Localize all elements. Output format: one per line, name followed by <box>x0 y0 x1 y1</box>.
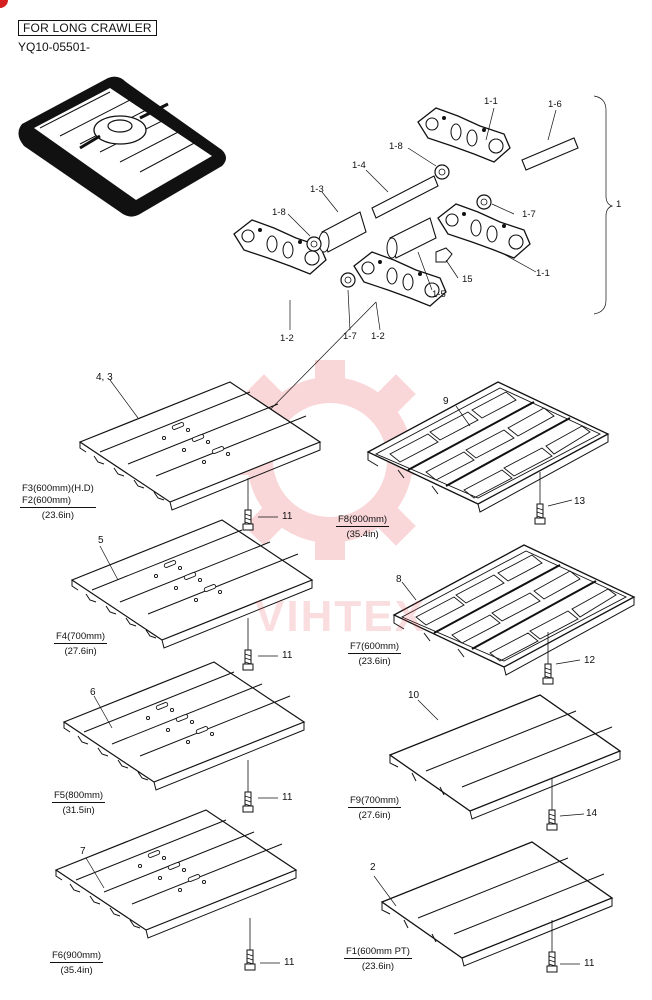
part-label-1-assembly: 1 <box>616 199 622 210</box>
caption-f1-name: F1(600mm PT) <box>344 946 412 959</box>
bolt-ref-f7: 12 <box>584 655 596 666</box>
caption-f4: F4(700mm) (27.6in) <box>54 631 108 658</box>
shoe-ref-f6: 7 <box>80 846 86 857</box>
crawler-overview-illustration <box>18 76 227 217</box>
part-label-1-8-upper: 1-8 <box>389 141 403 152</box>
caption-f6-name: F6(900mm) <box>50 950 104 963</box>
caption-f1: F1(600mm PT) (23.6in) <box>344 946 412 973</box>
shoe-ref-f3-f2: 4, 3 <box>96 372 113 383</box>
part-label-1-7-upper: 1-7 <box>522 209 536 220</box>
part-label-1-5: 1-5 <box>432 289 446 300</box>
caption-f6: F6(900mm) (35.4in) <box>50 950 104 977</box>
caption-f5-name: F5(800mm) <box>52 790 106 803</box>
bolt-ref-f6: 11 <box>284 957 295 968</box>
caption-f8: F8(900mm) (35.4in) <box>336 514 390 541</box>
caption-f6-size: (35.4in) <box>60 965 93 976</box>
caption-f3-f2-size: (23.6in) <box>41 510 74 521</box>
part-label-15: 15 <box>462 274 473 285</box>
corner-marker <box>0 0 8 8</box>
caption-f4-size: (27.6in) <box>64 646 97 657</box>
caption-f3-f2-name: F3(600mm)(H.D) F2(600mm) <box>20 483 96 508</box>
serial-number: YQ10-05501- <box>18 40 91 54</box>
caption-f5-size: (31.5in) <box>62 805 95 816</box>
bolt-ref-f8: 13 <box>574 496 586 507</box>
caption-f9-name: F9(700mm) <box>348 795 402 808</box>
shoe-ref-f8: 9 <box>443 396 449 407</box>
shoe-ref-f1: 2 <box>370 862 376 873</box>
caption-f4-name: F4(700mm) <box>54 631 108 644</box>
shoe-f9-illustration <box>389 694 621 820</box>
shoe-ref-f4: 5 <box>98 535 104 546</box>
shoe-f7-illustration <box>393 544 635 676</box>
caption-f5: F5(800mm) (31.5in) <box>52 790 106 817</box>
bolt-ref-f9: 14 <box>586 808 598 819</box>
caption-f8-name: F8(900mm) <box>336 514 390 527</box>
shoe-ref-f5: 6 <box>90 687 96 698</box>
caption-f3-f2: F3(600mm)(H.D) F2(600mm) (23.6in) <box>20 483 96 522</box>
part-label-1-3: 1-3 <box>310 184 324 195</box>
shoe-ref-f9: 10 <box>408 690 420 701</box>
caption-f1-size: (23.6in) <box>361 961 395 972</box>
bolt-ref-f4: 11 <box>282 650 293 661</box>
shoe-ref-f7: 8 <box>396 574 402 585</box>
part-label-1-8-lower: 1-8 <box>272 207 286 218</box>
shoe-f5-illustration <box>63 661 305 791</box>
part-label-1-7-lower: 1-7 <box>343 331 357 342</box>
bolt-ref-f3-f2: 11 <box>282 511 293 522</box>
caption-f7: F7(600mm) (23.6in) <box>348 641 402 668</box>
caption-f7-size: (23.6in) <box>358 656 391 667</box>
caption-f7-name: F7(600mm) <box>348 641 402 654</box>
part-label-1-6: 1-6 <box>548 99 562 110</box>
part-label-1-1-lower: 1-1 <box>536 268 550 279</box>
part-label-1-2-right: 1-2 <box>371 331 385 342</box>
caption-f9: F9(700mm) (27.6in) <box>348 795 402 822</box>
bolt-ref-f5: 11 <box>282 792 293 803</box>
caption-f9-size: (27.6in) <box>358 810 391 821</box>
part-label-1-4: 1-4 <box>352 160 366 171</box>
part-label-1-2-left: 1-2 <box>280 333 294 344</box>
shoe-f6-illustration <box>55 809 297 939</box>
part-label-1-1-upper: 1-1 <box>484 96 498 107</box>
section-title: FOR LONG CRAWLER <box>18 20 157 36</box>
watermark-text: VIHTEX <box>255 592 426 641</box>
shoe-f1-illustration <box>381 841 613 967</box>
bolt-ref-f1: 11 <box>584 958 595 969</box>
caption-f8-size: (35.4in) <box>346 529 379 540</box>
